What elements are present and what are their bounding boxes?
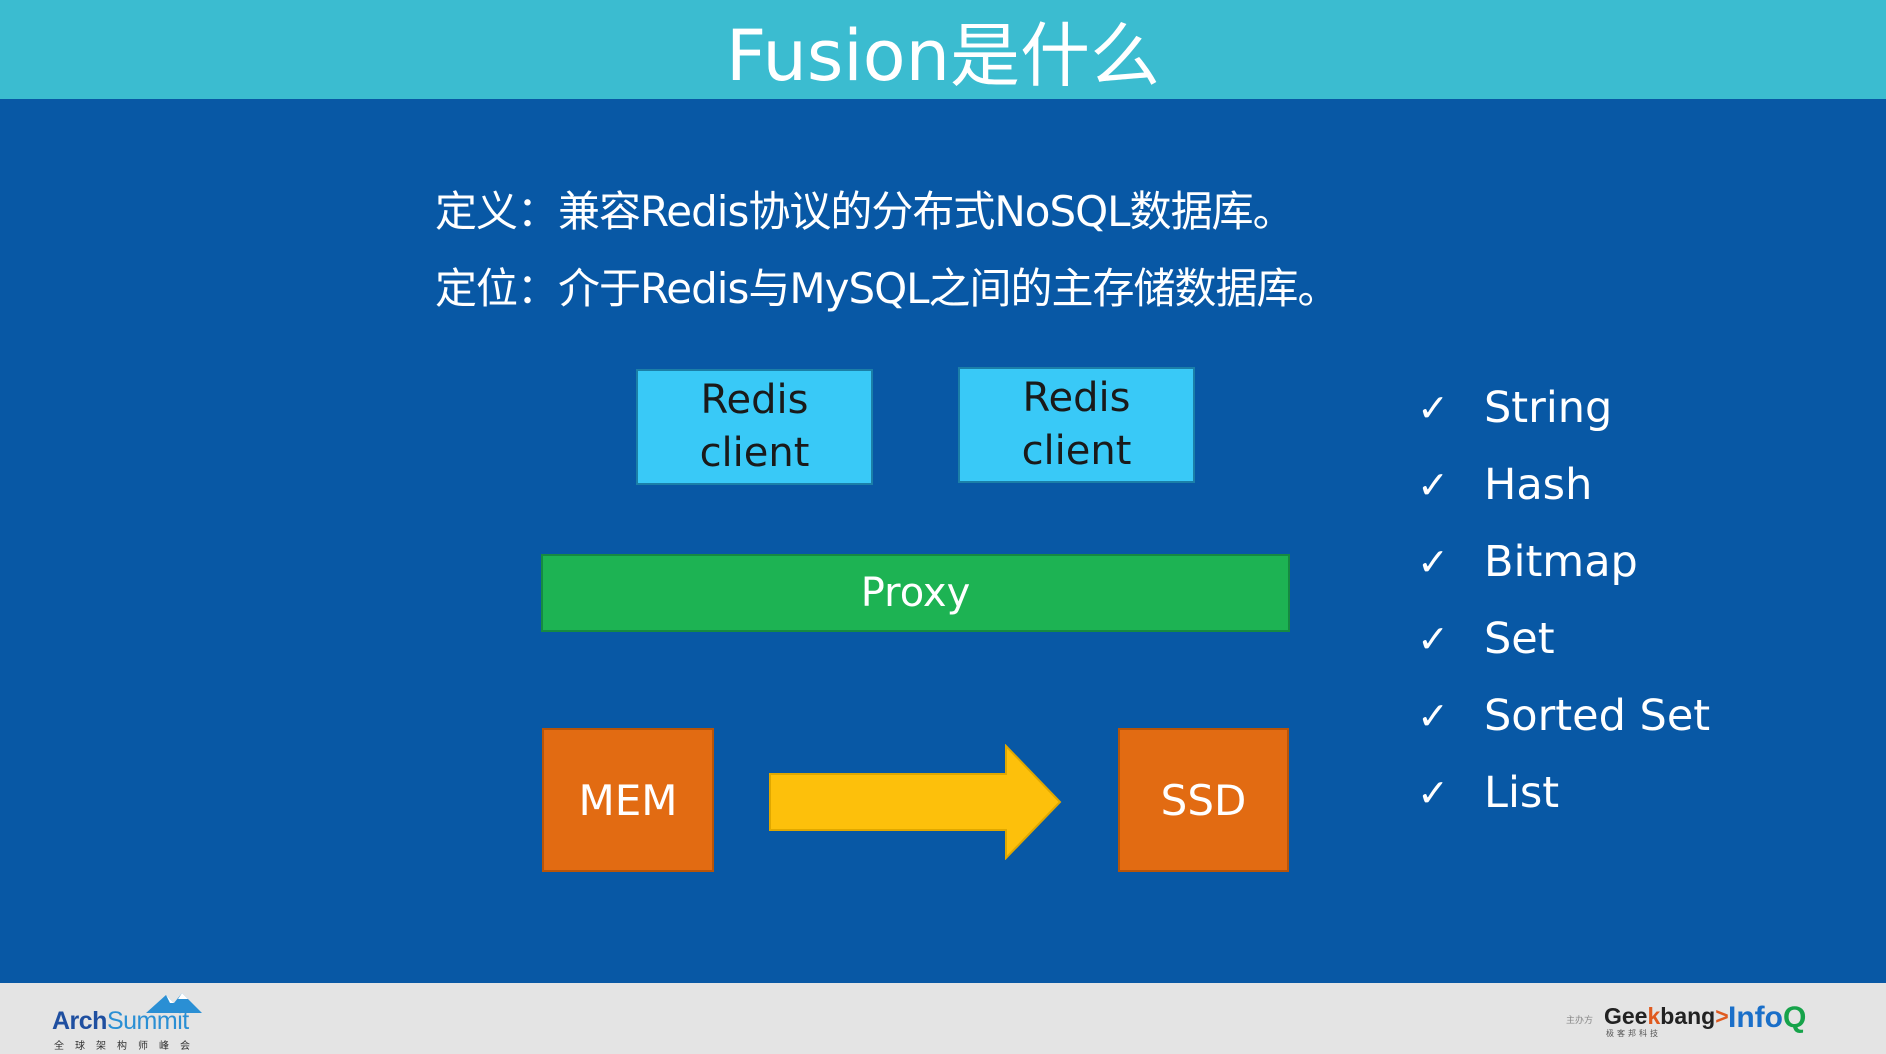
feature-label: Bitmap: [1484, 536, 1638, 587]
mountain-icon: [146, 993, 202, 1013]
check-icon: ✓: [1417, 462, 1449, 507]
list-item: ✓ Bitmap: [1413, 523, 1710, 600]
archsummit-logo: ArchSummit 全球架构师峰会: [52, 991, 222, 1052]
mem-label: MEM: [578, 775, 678, 825]
client-label-line1: Redis: [700, 377, 809, 423]
list-item: ✓ String: [1413, 369, 1710, 446]
redis-client-box: Redis client: [958, 367, 1195, 483]
client-label-line2: client: [1021, 428, 1132, 474]
sponsor-label: 主办方: [1566, 1016, 1594, 1026]
ssd-label: SSD: [1160, 775, 1247, 825]
arrow-shape: [769, 744, 1062, 860]
proxy-label: Proxy: [860, 570, 971, 616]
right-arrow-icon: [769, 744, 1062, 860]
proxy-bar: Proxy: [541, 554, 1290, 632]
slide-title: Fusion是什么: [726, 15, 1160, 97]
archsummit-name: ArchSummit: [52, 1007, 189, 1035]
mem-box: MEM: [542, 728, 714, 872]
feature-label: List: [1484, 767, 1560, 818]
feature-label: String: [1484, 382, 1613, 433]
check-icon: ✓: [1417, 539, 1449, 584]
slide-body: [0, 99, 1886, 983]
feature-label: Hash: [1484, 459, 1593, 510]
ssd-box: SSD: [1118, 728, 1289, 872]
feature-label: Sorted Set: [1484, 690, 1711, 741]
client-label-line2: client: [699, 430, 810, 476]
check-icon: ✓: [1417, 385, 1449, 430]
check-icon: ✓: [1417, 770, 1449, 815]
positioning-text: 定位：介于Redis与MySQL之间的主存储数据库。: [435, 264, 1340, 313]
footer-bar: ArchSummit 全球架构师峰会 主办方 Geekbang> 极客邦科技 I…: [0, 983, 1886, 1054]
list-item: ✓ Hash: [1413, 446, 1710, 523]
infoq-logo: InfoQ: [1728, 1001, 1807, 1034]
definition-text: 定义：兼容Redis协议的分布式NoSQL数据库。: [435, 187, 1295, 236]
feature-label: Set: [1484, 613, 1555, 664]
client-label-line1: Redis: [1022, 375, 1131, 421]
geekbang-subtitle: 极客邦科技: [1606, 1029, 1661, 1038]
check-icon: ✓: [1417, 693, 1449, 738]
archsummit-subtitle: 全球架构师峰会: [54, 1041, 201, 1052]
title-bar: [0, 0, 1886, 99]
list-item: ✓ Set: [1413, 600, 1710, 677]
list-item: ✓ Sorted Set: [1413, 677, 1710, 754]
geekbang-logo: Geekbang>: [1604, 1003, 1729, 1029]
feature-checklist: ✓ String ✓ Hash ✓ Bitmap ✓ Set ✓ Sorted …: [1413, 369, 1710, 831]
redis-client-box: Redis client: [636, 369, 873, 485]
list-item: ✓ List: [1413, 754, 1710, 831]
check-icon: ✓: [1417, 616, 1449, 661]
